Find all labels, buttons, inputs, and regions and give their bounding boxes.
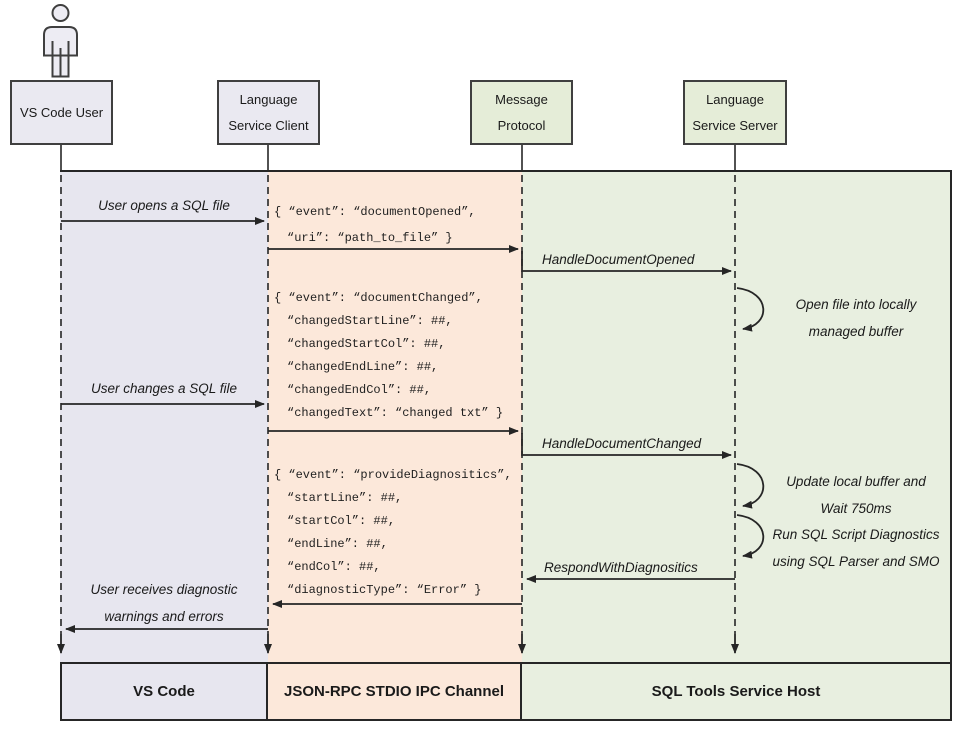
loop-update-buffer xyxy=(736,463,765,509)
payload-line: “startCol”: ##, xyxy=(287,514,396,528)
loop-run-diagnostics xyxy=(736,514,765,559)
actor-box-message-protocol: Message Protocol xyxy=(470,80,573,145)
payload-line: “endLine”: ##, xyxy=(287,537,388,551)
payload-provide-diagnostics: { “event”: “provideDiagnositics”, “start… xyxy=(274,464,512,602)
payload-line: “uri”: “path_to_file” } xyxy=(287,231,453,245)
annotation-line: using SQL Parser and SMO xyxy=(772,554,940,569)
payload-line: “diagnosticType”: “Error” } xyxy=(287,583,482,597)
label-user-receives: User receives diagnostic warnings and er… xyxy=(60,576,268,630)
annotation-line: Wait 750ms xyxy=(820,501,892,516)
payload-line: { “event”: “documentChanged”, xyxy=(274,291,483,305)
payload-line: “changedEndCol”: ##, xyxy=(287,383,432,397)
actor-label: Language xyxy=(239,91,298,107)
arrow-handle-document-changed xyxy=(521,433,732,459)
actor-label: Service Server xyxy=(692,117,778,133)
label-user-changes: User changes a SQL file xyxy=(90,381,238,396)
bottom-box-label: JSON-RPC STDIO IPC Channel xyxy=(283,683,505,700)
actor-box-language-service-server: Language Service Server xyxy=(683,80,787,145)
annotation-line: managed buffer xyxy=(808,324,904,339)
payload-line: “startLine”: ##, xyxy=(287,491,403,505)
payload-line: { “event”: “documentOpened”, xyxy=(274,205,476,219)
payload-line: “changedText”: “changed txt” } xyxy=(287,406,504,420)
annotation-open-file: Open file into locally managed buffer xyxy=(763,291,949,345)
actor-box-vs-code-user: VS Code User xyxy=(10,80,113,145)
label-respond-with-diagnostics: RespondWithDiagnositics xyxy=(544,560,698,575)
lane-ipc-channel xyxy=(268,172,522,662)
actor-label: Message xyxy=(495,91,548,107)
label-user-opens: User opens a SQL file xyxy=(98,198,230,213)
bottom-box-label: SQL Tools Service Host xyxy=(651,683,821,700)
bottom-box-service-host: SQL Tools Service Host xyxy=(522,662,952,721)
label-user-receives-line2: warnings and errors xyxy=(104,609,224,624)
annotation-update-buffer: Update local buffer and Wait 750ms xyxy=(763,468,949,522)
payload-line: { “event”: “provideDiagnositics”, xyxy=(274,468,512,482)
bottom-box-ipc-channel: JSON-RPC STDIO IPC Channel xyxy=(268,662,522,721)
payload-document-opened: { “event”: “documentOpened”, “uri”: “pat… xyxy=(274,199,476,251)
arrow-handle-document-opened xyxy=(521,251,732,275)
payload-line: “changedStartCol”: ##, xyxy=(287,337,446,351)
payload-line: “endCol”: ##, xyxy=(287,560,381,574)
actor-label: Protocol xyxy=(497,117,546,133)
label-user-receives-line1: User receives diagnostic xyxy=(90,582,238,597)
payload-line: “changedStartLine”: ##, xyxy=(287,314,453,328)
payload-document-changed: { “event”: “documentChanged”, “changedSt… xyxy=(274,287,503,425)
bottom-box-vs-code: VS Code xyxy=(60,662,268,721)
annotation-run-diagnostics: Run SQL Script Diagnostics using SQL Par… xyxy=(763,521,949,575)
loop-open-file xyxy=(736,287,765,332)
annotation-line: Update local buffer and xyxy=(786,474,926,489)
actor-label: Service Client xyxy=(228,117,309,133)
actor-label: Language xyxy=(706,91,764,107)
lane-top-border xyxy=(60,170,952,172)
actor-label: VS Code User xyxy=(19,104,104,120)
label-handle-document-opened: HandleDocumentOpened xyxy=(542,252,695,267)
annotation-line: Open file into locally xyxy=(795,297,917,312)
annotation-line: Run SQL Script Diagnostics xyxy=(772,527,940,542)
actor-box-language-service-client: Language Service Client xyxy=(217,80,320,145)
lane-service-host xyxy=(522,172,952,662)
bottom-box-label: VS Code xyxy=(133,683,195,700)
label-handle-document-changed: HandleDocumentChanged xyxy=(542,436,702,451)
lane-vs-code xyxy=(60,172,268,662)
payload-line: “changedEndLine”: ##, xyxy=(287,360,439,374)
person-icon xyxy=(43,4,78,78)
